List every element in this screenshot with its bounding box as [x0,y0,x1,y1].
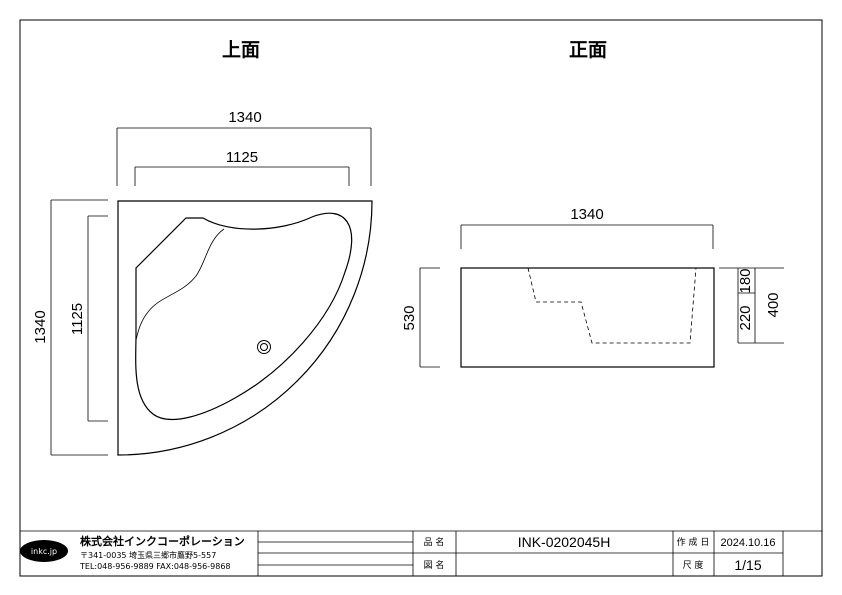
sheet-border [19,19,823,577]
front-dim-rim-label: 180 [737,268,754,293]
scale-label: 尺 度 [683,559,704,571]
front-dim-width-label: 1340 [570,206,603,223]
top-view-title: 上面 [222,39,260,61]
top-dim-outer-height-label: 1340 [32,310,49,343]
top-dim-inner-width [134,166,350,186]
front-dim-height [419,267,440,368]
drawing-label: 図 名 [424,559,445,571]
top-dim-inner-height-label: 1125 [69,303,86,335]
product-label: 品 名 [424,536,445,548]
date-value: 2024.10.16 [720,537,775,549]
front-dim-depth [719,267,784,344]
front-view-body [460,267,715,368]
front-view-title: 正面 [569,39,607,61]
top-dim-inner-height [87,215,108,422]
company-name: 株式会社インクコーポレーション [80,534,245,548]
logo-text: inkc.jp [31,547,57,556]
top-dim-inner-width-label: 1125 [226,149,258,166]
top-dim-outer-width-label: 1340 [228,109,261,126]
tub-outer-rim [117,200,373,456]
front-dim-width [460,224,714,249]
title-block [20,530,822,576]
company-logo: inkc.jp [20,540,68,562]
front-dim-step-label: 220 [737,305,754,330]
scale-value: 1/15 [734,557,761,573]
company-address: 〒341-0035 埼玉県三郷市鷹野5-557 [80,550,216,560]
drain-icon [257,340,271,354]
top-dim-outer-height [50,199,108,456]
date-label: 作 成 日 [677,536,710,548]
tub-inner-basin [135,212,353,421]
tub-backrest-contour [135,228,225,341]
front-dim-height-label: 530 [401,305,418,330]
front-hidden-basin-profile [527,267,697,344]
front-dim-depth-label: 400 [765,292,782,317]
company-contact: TEL:048-956-9889 FAX:048-956-9868 [79,562,231,571]
product-value: INK-0202045H [518,534,611,550]
top-dim-outer-width [116,127,372,186]
